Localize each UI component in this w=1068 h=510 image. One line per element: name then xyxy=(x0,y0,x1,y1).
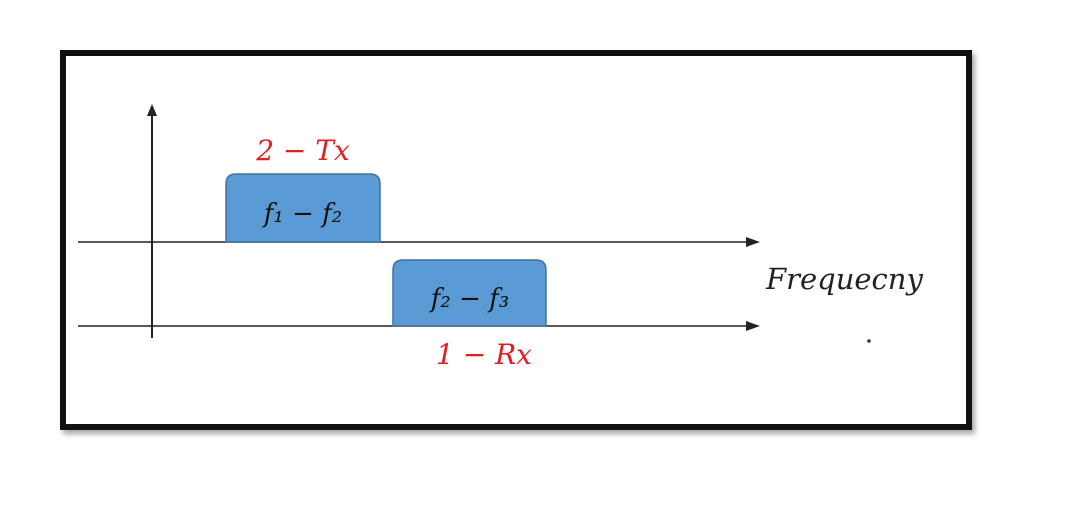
rx-axis-arrowhead xyxy=(746,321,760,331)
rx-band xyxy=(392,259,547,327)
rx-label: 1 − Rx xyxy=(436,338,532,371)
vertical-axis-arrowhead xyxy=(147,104,157,116)
tx-band xyxy=(225,173,381,243)
stray-dot xyxy=(867,339,871,343)
diagram-frame xyxy=(60,50,972,430)
tx-band-range-label: f₁ − f₂ xyxy=(262,199,342,229)
tx-label: 2 − Tx xyxy=(255,134,350,167)
frequency-axis-label: Frequecny xyxy=(765,262,923,296)
rx-band-range-label: f₂ − f₃ xyxy=(429,284,509,314)
tx-axis-arrowhead xyxy=(746,237,760,247)
